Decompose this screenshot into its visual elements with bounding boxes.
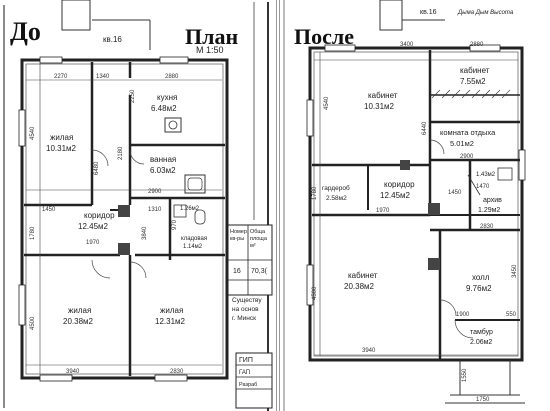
table-total-area: 70,3( bbox=[251, 268, 268, 275]
room-vestibule-name: тамбур bbox=[470, 328, 493, 336]
room-archive-name: архив bbox=[483, 197, 502, 204]
room-wardrobe-area: 2.58м2 bbox=[326, 195, 347, 202]
table-header: площа bbox=[250, 236, 268, 242]
dim-label: 1900 bbox=[456, 312, 470, 318]
room-office1-area: 10.31м2 bbox=[364, 102, 395, 111]
room-rest-name: комната отдыха bbox=[440, 128, 496, 137]
table-header: Обща bbox=[250, 229, 266, 235]
dim-label: 2180 bbox=[118, 146, 124, 160]
room-kitchen-area: 6.48м2 bbox=[151, 104, 177, 113]
room-wardrobe-name: гардероб bbox=[322, 184, 350, 192]
stamp-line: ГИП bbox=[239, 357, 253, 364]
dim-label: 1970 bbox=[86, 240, 100, 246]
dim-label: 4500 bbox=[312, 286, 318, 300]
dim-label: 6480 bbox=[94, 161, 100, 175]
note-line: на основ bbox=[232, 306, 259, 313]
room-living3-area: 12.31м2 bbox=[155, 317, 186, 326]
dim-label: 1970 bbox=[376, 208, 390, 214]
room-office3-name: кабинет bbox=[348, 271, 378, 280]
dim-label: 2880 bbox=[165, 74, 179, 80]
dim-label: 3940 bbox=[362, 348, 376, 354]
room-archive-area: 1.29м2 bbox=[478, 207, 500, 214]
room-living2-name: жилая bbox=[68, 306, 91, 315]
room-bath-area: 6.03м2 bbox=[150, 166, 176, 175]
small-room-area: 1.43м2 bbox=[476, 172, 496, 178]
room-office2-area: 7.55м2 bbox=[460, 77, 486, 86]
plan-scale: М 1:50 bbox=[196, 45, 224, 55]
dim-label: 550 bbox=[506, 312, 517, 318]
room-corridor-name: коридор bbox=[84, 211, 115, 220]
handwritten-note: Дыма Дым Высота bbox=[457, 10, 514, 16]
dim-label: 970 bbox=[172, 219, 178, 230]
room-hall-name: холл bbox=[472, 273, 490, 282]
dim-label: 2830 bbox=[170, 369, 184, 375]
dim-label: 2900 bbox=[460, 154, 474, 160]
after-plan-panel: После кв.16 Дыма Дым Высота кабинет 10.3… bbox=[280, 0, 550, 411]
room-corridor-name: коридор bbox=[384, 180, 415, 189]
dim-label: 2270 bbox=[54, 74, 68, 80]
after-floor-plan: После кв.16 Дыма Дым Высота кабинет 10.3… bbox=[280, 0, 550, 411]
room-corridor-area: 12.45м2 bbox=[380, 191, 411, 200]
room-corridor-area: 12.45м2 bbox=[78, 222, 109, 231]
room-bath-name: ванная bbox=[150, 155, 176, 164]
apartment-number: кв.16 bbox=[420, 9, 437, 16]
dim-label: 2900 bbox=[148, 189, 162, 195]
room-storage-area: 1.14м2 bbox=[183, 244, 203, 250]
dim-label: 2880 bbox=[470, 42, 484, 48]
table-header: м² bbox=[250, 243, 256, 249]
dim-label: 1310 bbox=[148, 207, 162, 213]
dim-label: 1450 bbox=[448, 190, 462, 196]
dim-label: 1450 bbox=[42, 207, 56, 213]
table-header: кв-ры bbox=[230, 236, 244, 242]
room-office3-area: 20.38м2 bbox=[344, 282, 375, 291]
dim-label: 2250 bbox=[130, 89, 136, 103]
room-hall-area: 9.76м2 bbox=[466, 284, 492, 293]
before-plan-panel: До План М 1:50 кв.16 кухня 6.48м2 жилая … bbox=[3, 0, 273, 411]
room-living1-area: 10.31м2 bbox=[46, 144, 77, 153]
note-line: г. Минск bbox=[232, 315, 256, 322]
dim-label: 3400 bbox=[400, 42, 414, 48]
room-living1-name: жилая bbox=[50, 133, 73, 142]
dim-label: 1470 bbox=[476, 184, 490, 190]
dim-label: 3450 bbox=[512, 264, 518, 278]
dim-label: 4540 bbox=[324, 96, 330, 110]
dim-label: 1780 bbox=[30, 226, 36, 240]
note-line: Существу bbox=[232, 297, 262, 304]
room-vestibule-area: 2.06м2 bbox=[470, 339, 492, 346]
room-living2-area: 20.38м2 bbox=[63, 317, 94, 326]
table-apartment-number: 16 bbox=[233, 268, 241, 275]
stamp-line: ГАП bbox=[239, 370, 250, 376]
dim-label: 4540 bbox=[30, 126, 36, 140]
dim-label: 2830 bbox=[480, 224, 494, 230]
small-room-area: 1.26м2 bbox=[180, 206, 200, 212]
room-office1-name: кабинет bbox=[368, 91, 398, 100]
panel-divider bbox=[276, 0, 280, 411]
dim-label: 1340 bbox=[96, 74, 110, 80]
dim-label: 1550 bbox=[462, 368, 468, 382]
after-heading: После bbox=[294, 24, 354, 49]
before-floor-plan: До План М 1:50 кв.16 кухня 6.48м2 жилая … bbox=[3, 0, 273, 411]
stamp-line: Разраб bbox=[239, 382, 257, 388]
room-rest-area: 5.01м2 bbox=[450, 139, 474, 148]
room-storage-name: кладовая bbox=[181, 236, 207, 242]
apartment-number: кв.16 bbox=[103, 35, 122, 44]
room-office2-name: кабинет bbox=[460, 66, 490, 75]
dim-label: 4500 bbox=[30, 316, 36, 330]
dim-label: 1780 bbox=[312, 186, 318, 200]
plan-title: План bbox=[185, 24, 238, 49]
table-header: Номер bbox=[230, 229, 247, 235]
dim-label: 1750 bbox=[476, 397, 490, 403]
dim-label: 3840 bbox=[142, 226, 148, 240]
before-heading: До bbox=[10, 17, 41, 46]
room-living3-name: жилая bbox=[160, 306, 183, 315]
dim-label: 6440 bbox=[422, 121, 428, 135]
dim-label: 3940 bbox=[66, 369, 80, 375]
room-kitchen-name: кухня bbox=[157, 93, 177, 102]
